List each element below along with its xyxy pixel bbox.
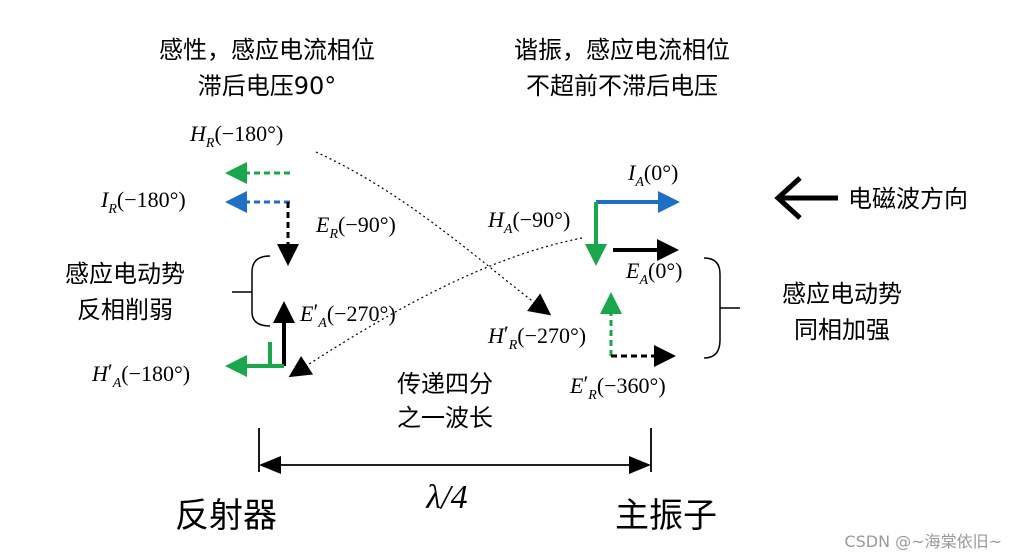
- left-brace: [251, 255, 271, 327]
- wave-direction-label: 电磁波方向: [848, 185, 968, 213]
- label-E-R-prime: E′R(−360°): [569, 371, 666, 403]
- watermark: CSDN @~海棠依旧~: [844, 532, 1002, 551]
- reflector-label: 反射器: [175, 496, 277, 536]
- label-I-R: IR(−180°): [100, 187, 186, 217]
- right-brace: [703, 257, 721, 359]
- label-H-A-prime: H′A(−180°): [91, 359, 190, 391]
- propagation-curve-driven-to-reflector: [288, 237, 583, 378]
- wave-direction-arrow-icon: [774, 176, 838, 220]
- propagation-curve-reflector-to-driven: [315, 151, 552, 316]
- label-E-A: EA(0°): [625, 258, 682, 288]
- right-group-caption-line2: 同相加强: [794, 316, 890, 344]
- left-group-caption-line1: 感应电动势: [65, 260, 185, 288]
- label-E-A-prime: E′A(−270°): [299, 299, 396, 331]
- label-H-R: HR(−180°): [189, 121, 283, 151]
- label-H-R-prime: H′R(−270°): [487, 321, 586, 353]
- distance-label: λ/4: [425, 479, 467, 516]
- right-group-caption-line1: 感应电动势: [782, 280, 902, 308]
- top-left-caption-line1: 感性，感应电流相位: [159, 36, 375, 64]
- quarter-wave-caption-line1: 传递四分: [397, 370, 493, 398]
- left-group-caption-line2: 反相削弱: [77, 296, 173, 324]
- label-E-R: ER(−90°): [315, 212, 396, 242]
- driven-element-label: 主振子: [615, 496, 717, 536]
- quarter-wave-caption-line2: 之一波长: [397, 404, 493, 432]
- top-left-caption-line2: 滞后电压90°: [198, 72, 337, 100]
- label-H-A: HA(−90°): [487, 207, 570, 237]
- top-right-caption-line1: 谐振，感应电流相位: [514, 36, 730, 64]
- label-I-A: IA(0°): [627, 160, 678, 190]
- top-right-caption-line2: 不超前不滞后电压: [526, 72, 718, 100]
